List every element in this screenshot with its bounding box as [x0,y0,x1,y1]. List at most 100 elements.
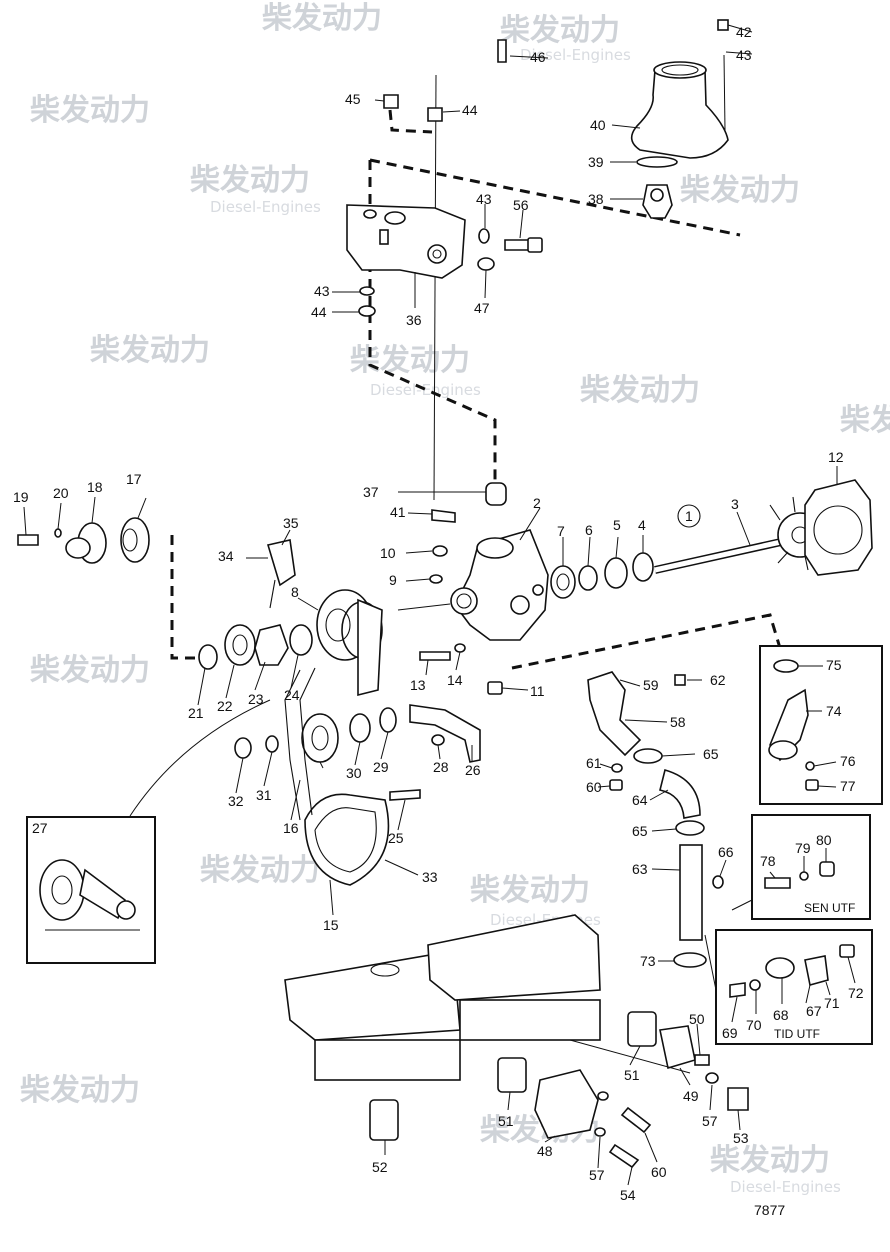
callout-51: 51 [624,1067,640,1083]
callout-44: 44 [311,304,327,320]
watermark-cn: 柴发动力 [470,873,590,908]
housing-fasteners [358,39,543,317]
callout-19: 19 [13,489,29,505]
callout-31: 31 [256,787,272,803]
callout-24: 24 [284,687,300,703]
callout-39: 39 [588,154,604,170]
callout-67: 67 [806,1003,822,1019]
callout-50: 50 [689,1011,705,1027]
pump-fittings [419,509,503,695]
callout-42: 42 [736,24,752,40]
callout-66: 66 [718,844,734,860]
manifold-covers [284,914,749,1169]
callout-60: 60 [651,1164,667,1180]
watermark-en: Diesel-Engines [520,46,631,64]
callout-20: 20 [53,485,69,501]
callout-73: 73 [640,953,656,969]
callout-15: 15 [323,917,339,933]
callout-14: 14 [447,672,463,688]
callout-11: 11 [530,683,545,699]
callout-30: 30 [346,765,362,781]
callout-57: 57 [589,1167,605,1183]
callout-79: 79 [795,840,811,856]
callout-ring [677,504,701,528]
callout-29: 29 [373,759,389,775]
pump-pulley [316,589,383,697]
callout-48: 48 [537,1143,553,1159]
callout-43: 43 [314,283,330,299]
watermark-cn: 柴发动力 [500,13,620,48]
callout-70: 70 [746,1017,762,1033]
inlet-pipe-assembly [587,671,724,968]
watermark-cn: 柴发动力 [200,853,320,888]
callout-44: 44 [462,102,478,118]
callout-53: 53 [733,1130,749,1146]
watermark-cn: 柴发动力 [262,1,382,36]
callout-72: 72 [848,985,864,1001]
drive-belts [284,667,390,886]
callout-23: 23 [248,691,264,707]
callout-62: 62 [710,672,726,688]
callout-33: 33 [422,869,438,885]
callout-63: 63 [632,861,648,877]
watermark-cn: 柴发动力 [680,173,800,208]
thermostat [642,184,673,219]
callout-labels: 46 45 44 42 43 40 39 38 43 56 43 44 36 4… [13,24,864,1203]
diagram-number: 7877 [754,1202,785,1218]
watermark-en: Diesel-Engines [210,198,321,216]
callout-52: 52 [372,1159,388,1175]
callout-38: 38 [588,191,604,207]
callout-1: 1 [685,508,693,524]
callout-10: 10 [380,545,396,561]
callout-18: 18 [87,479,103,495]
callout-76: 76 [840,753,856,769]
callout-59: 59 [643,677,659,693]
watermark-cn: 柴发动力 [840,403,890,438]
callout-36: 36 [406,312,422,328]
callout-8: 8 [291,584,299,600]
callout-37: 37 [363,484,379,500]
thermostat-housing [346,204,466,279]
callout-47: 47 [474,300,490,316]
water-pump-body [450,482,549,641]
watermark-cn: 柴发动力 [350,343,470,378]
callout-46: 46 [530,49,546,65]
callout-51: 51 [498,1113,514,1129]
callout-54: 54 [620,1187,636,1203]
callout-49: 49 [683,1088,699,1104]
callout-65: 65 [703,746,719,762]
watermark-cn: 柴发动力 [580,373,700,408]
callout-41: 41 [390,504,406,520]
watermark-en: Diesel-Engines [370,381,481,399]
inset-tensioner-box [26,699,271,964]
callout-45: 45 [345,91,361,107]
callout-80: 80 [816,832,832,848]
callout-64: 64 [632,792,648,808]
callout-12: 12 [828,449,844,465]
pump-bearings [550,552,654,599]
callout-9: 9 [389,572,397,588]
callout-69: 69 [722,1025,738,1041]
callout-43: 43 [736,47,752,63]
watermark-cn: 柴发动力 [90,333,210,368]
callout-43: 43 [476,191,492,207]
callout-71: 71 [824,995,840,1011]
callout-6: 6 [585,522,593,538]
callout-56: 56 [513,197,529,213]
inset-tid-utf-box [704,929,873,1045]
callout-75: 75 [826,657,842,673]
callout-34: 34 [218,548,234,564]
tensioner-group [234,704,481,801]
callout-22: 22 [217,698,233,714]
callout-61: 61 [586,755,602,771]
inset-outlet-pipe-box [759,645,883,805]
callout-2: 2 [533,495,541,511]
callout-7: 7 [557,523,565,539]
callout-40: 40 [590,117,606,133]
callout-21: 21 [188,705,204,721]
callout-26: 26 [465,762,481,778]
callout-16: 16 [283,820,299,836]
callout-57: 57 [702,1113,718,1129]
watermark-cn: 柴发动力 [710,1143,830,1178]
